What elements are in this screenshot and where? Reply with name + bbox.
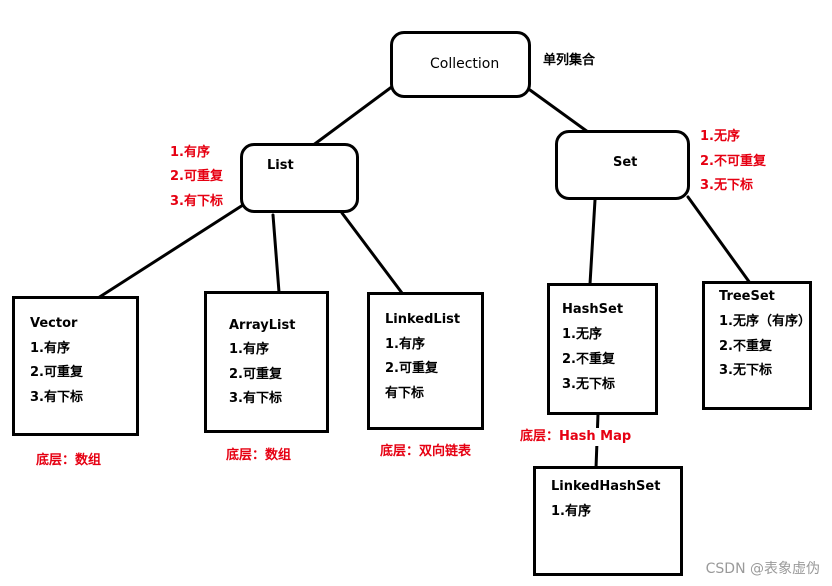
linkedhashset-prop-1: 1.有序: [551, 504, 591, 519]
arraylist-prop-1: 1.有序: [229, 342, 269, 357]
vector-title: Vector: [30, 316, 78, 331]
treeset-prop-3: 3.无下标: [719, 363, 772, 378]
treeset-title: TreeSet: [719, 289, 775, 304]
set-node: [555, 130, 690, 200]
arraylist-prop-2: 2.可重复: [229, 367, 282, 382]
list-note-3: 3.有下标: [170, 194, 223, 209]
linkedlist-node: [367, 292, 484, 430]
edge-set-treeset: [686, 195, 752, 285]
vector-prop-1: 1.有序: [30, 341, 70, 356]
arraylist-node: [204, 291, 329, 433]
collection-note: 单列集合: [543, 53, 596, 68]
edge-list-linkedlist: [340, 211, 404, 295]
set-title: Set: [613, 155, 638, 170]
vector-prop-3: 3.有下标: [30, 390, 83, 405]
collection-node: [390, 31, 531, 98]
hashset-prop-2: 2.不重复: [562, 352, 615, 367]
linkedhashset-node: [533, 466, 683, 576]
edge-list-arraylist: [271, 213, 281, 294]
list-title: List: [267, 158, 294, 173]
treeset-node: [702, 281, 812, 410]
vector-prop-2: 2.可重复: [30, 365, 83, 380]
watermark: CSDN @表象虚伪: [705, 561, 820, 577]
vector-bottom: 底层：数组: [36, 453, 102, 468]
hashset-prop-1: 1.无序: [562, 327, 602, 342]
edge-collection-list: [310, 84, 395, 148]
linkedhashset-title: LinkedHashSet: [551, 479, 661, 494]
arraylist-bottom: 底层：数组: [226, 448, 292, 463]
set-note-2: 2.不可重复: [700, 154, 766, 169]
linkedlist-prop-3: 有下标: [385, 386, 425, 401]
list-node: [240, 143, 359, 213]
linkedlist-title: LinkedList: [385, 312, 461, 327]
hashset-prop-3: 3.无下标: [562, 377, 615, 392]
edge-list-vector: [96, 203, 245, 300]
arraylist-title: ArrayList: [229, 318, 296, 333]
vector-node: [12, 296, 139, 436]
list-note-2: 2.可重复: [170, 169, 223, 184]
set-note-1: 1.无序: [700, 129, 740, 144]
linkedlist-prop-2: 2.可重复: [385, 361, 438, 376]
linkedlist-bottom: 底层：双向链表: [380, 444, 472, 459]
collection-title: Collection: [430, 56, 500, 72]
hashset-title: HashSet: [562, 302, 624, 317]
treeset-prop-1: 1.无序（有序）: [719, 314, 811, 329]
arraylist-prop-3: 3.有下标: [229, 391, 282, 406]
list-note-1: 1.有序: [170, 145, 210, 160]
treeset-prop-2: 2.不重复: [719, 339, 772, 354]
set-note-3: 3.无下标: [700, 178, 753, 193]
hashset-bottom: 底层：Hash Map: [520, 428, 634, 446]
hashset-node: [547, 283, 658, 415]
edge-collection-set: [528, 88, 590, 134]
edge-set-hashset: [588, 198, 597, 286]
linkedlist-prop-1: 1.有序: [385, 337, 425, 352]
